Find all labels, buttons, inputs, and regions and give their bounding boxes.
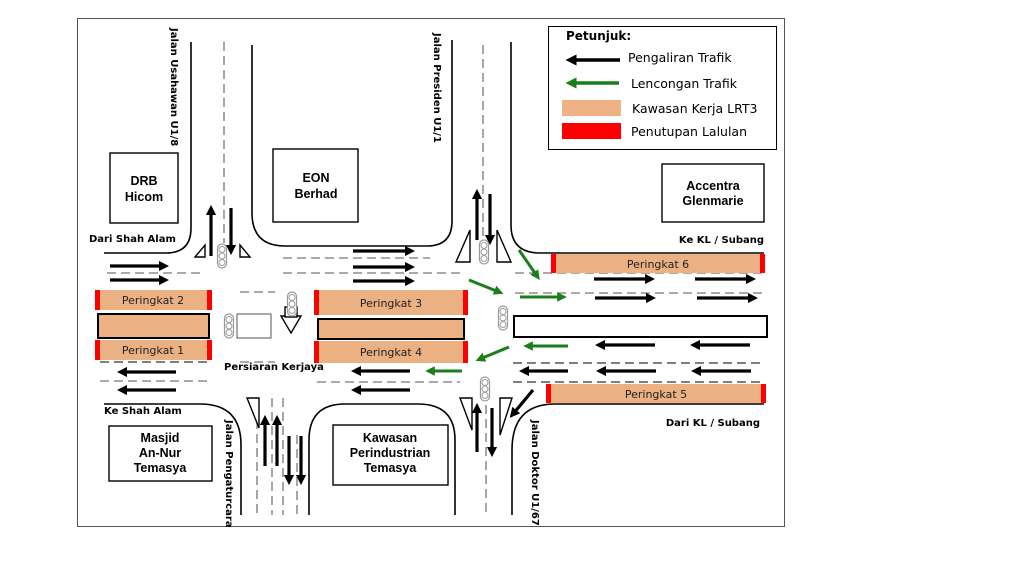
closure-marker [207, 290, 212, 310]
zone-label-peringkat-4: Peringkat 4 [360, 346, 422, 359]
closure-marker [314, 341, 319, 363]
building-masjid-an-nur: Masjid An-Nur Temasya [108, 425, 213, 482]
traffic-light-icon [479, 376, 491, 402]
direction-ke-shah-alam: Ke Shah Alam [104, 406, 182, 417]
median-west [97, 313, 210, 339]
closure-marker [546, 384, 551, 403]
road-label-pengaturcara: Jalan Pengaturcara [223, 419, 234, 528]
island [499, 397, 513, 436]
closure-marker [761, 384, 766, 403]
work-zone-peringkat-1 [96, 340, 210, 360]
road-label-usahawan: Jalan Usahawan U1/8 [168, 27, 179, 146]
island [239, 243, 252, 258]
building-kawasan-perindustrian: Kawasan Perindustrian Temasya [332, 424, 449, 486]
work-zone-peringkat-3 [316, 290, 466, 315]
zone-label-peringkat-5: Peringkat 5 [625, 388, 687, 401]
closure-marker [207, 340, 212, 360]
svg-text:DRB: DRB [130, 174, 157, 188]
road-edges [104, 40, 764, 515]
closure-marker [551, 254, 556, 273]
work-zone-peringkat-5 [547, 384, 765, 403]
work-zone-peringkat-2 [96, 290, 210, 310]
svg-text:Temasya: Temasya [364, 461, 418, 475]
road-label-presiden: Jalan Presiden U1/1 [431, 32, 442, 143]
work-zones [95, 254, 768, 403]
island [245, 397, 260, 429]
svg-text:An-Nur: An-Nur [139, 446, 181, 460]
island [458, 397, 473, 431]
median-gap-box [236, 313, 272, 339]
svg-text:Glenmarie: Glenmarie [682, 194, 743, 208]
closure-marker [314, 290, 319, 315]
median-middle [317, 318, 465, 340]
median-east [513, 315, 768, 338]
svg-text:Kawasan: Kawasan [363, 431, 417, 445]
legend-item-penutupan-lalulan: Penutupan Lalulan [562, 123, 747, 139]
lane-markings [100, 42, 764, 515]
diversion-arrow [475, 345, 510, 362]
traffic-light-icon [216, 243, 228, 269]
work-zone-swatch [562, 100, 621, 116]
building-accentra-glenmarie: Accentra Glenmarie [661, 163, 765, 223]
svg-text:Masjid: Masjid [141, 431, 180, 445]
svg-text:Pengaliran Trafik: Pengaliran Trafik [628, 50, 732, 65]
road-label-doktor: Jalan Doktor U1/67 [529, 419, 540, 526]
island [193, 243, 206, 258]
zone-label-peringkat-6: Peringkat 6 [627, 258, 689, 271]
road-label-kerjaya: Persiaran Kerjaya [224, 362, 324, 373]
svg-text:Temasya: Temasya [134, 461, 188, 475]
legend-item-lencongan-trafik: Lencongan Trafik [565, 76, 738, 91]
diversion-arrow [517, 249, 540, 280]
closure-marker [95, 340, 100, 360]
work-zone-peringkat-6 [552, 254, 764, 273]
direction-ke-kl-subang: Ke KL / Subang [679, 235, 764, 246]
direction-dari-shah-alam: Dari Shah Alam [89, 234, 176, 245]
flow-arrow [509, 388, 535, 418]
legend-item-kawasan-kerja: Kawasan Kerja LRT3 [562, 100, 757, 116]
svg-text:Accentra: Accentra [686, 179, 741, 193]
traffic-light-icon [286, 291, 298, 317]
closure-marker [463, 290, 468, 315]
zone-label-peringkat-1: Peringkat 1 [122, 344, 184, 357]
direction-dari-kl-subang: Dari KL / Subang [666, 418, 760, 429]
legend-title: Petunjuk: [566, 29, 631, 43]
svg-text:Berhad: Berhad [294, 187, 337, 201]
diversion-arrows [425, 249, 568, 376]
zone-label-peringkat-2: Peringkat 2 [122, 294, 184, 307]
traffic-light-icon [478, 239, 490, 265]
closure-marker [760, 254, 765, 273]
closure-swatch [562, 123, 621, 139]
closure-marker [463, 341, 468, 363]
island [454, 229, 471, 263]
traffic-light-icon [223, 313, 235, 339]
island [496, 229, 513, 263]
building-eon-berhad: EON Berhad [272, 148, 359, 223]
zone-label-peringkat-3: Peringkat 3 [360, 297, 422, 310]
svg-text:EON: EON [302, 171, 329, 185]
diversion-arrow [468, 278, 504, 295]
svg-text:Lencongan Trafik: Lencongan Trafik [631, 76, 738, 91]
traffic-flow-arrows [110, 188, 759, 486]
closure-marker [95, 290, 100, 310]
svg-text:Hicom: Hicom [125, 190, 163, 204]
legend: Petunjuk: Pengaliran Trafik Lencongan Tr… [548, 26, 777, 150]
traffic-islands [193, 229, 513, 436]
work-zone-peringkat-4 [316, 341, 466, 363]
building-drb-hicom: DRB Hicom [109, 152, 179, 224]
traffic-light-icon [497, 305, 509, 331]
svg-text:Kawasan Kerja LRT3: Kawasan Kerja LRT3 [632, 101, 757, 116]
svg-text:Penutupan Lalulan: Penutupan Lalulan [631, 124, 747, 139]
svg-text:Perindustrian: Perindustrian [350, 446, 431, 460]
legend-item-pengaliran-trafik: Pengaliran Trafik [565, 50, 732, 66]
